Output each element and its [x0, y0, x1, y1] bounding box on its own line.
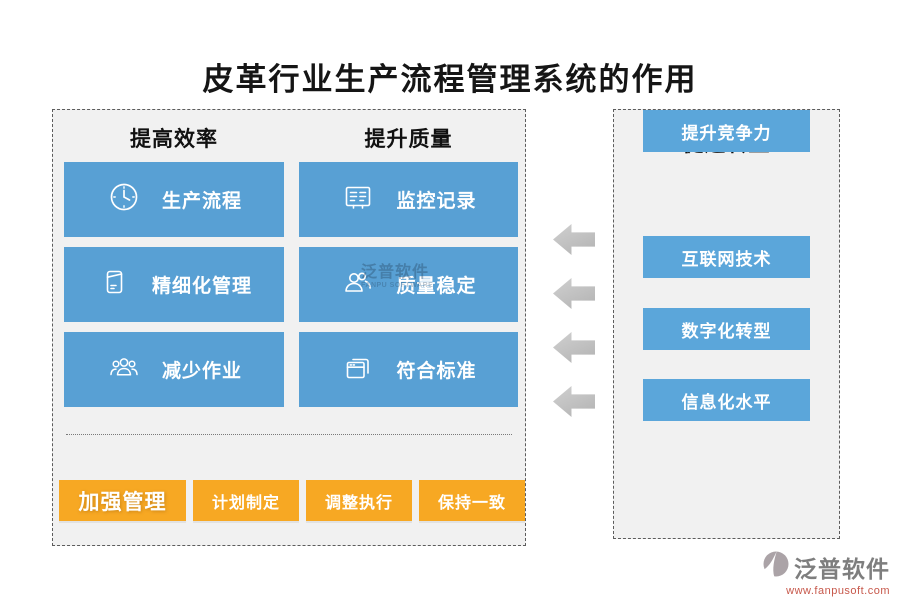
left-arrow-icon — [553, 278, 595, 309]
left-arrow-icon — [553, 332, 595, 363]
card-production-process: 生产流程 — [64, 162, 284, 237]
button-keep-consistent: 保持一致 — [419, 480, 525, 521]
column-headers: 提高效率 提升质量 — [64, 123, 518, 153]
report-icon — [340, 179, 376, 220]
column-header-efficiency: 提高效率 — [130, 127, 218, 151]
button-plan-formulation: 计划制定 — [193, 480, 299, 521]
button-adjust-execution: 调整执行 — [306, 480, 412, 521]
card-monitor-record: 监控记录 — [299, 162, 518, 237]
people-group-icon — [106, 349, 142, 390]
dotted-divider — [66, 434, 512, 435]
column-header-quality: 提升质量 — [364, 127, 453, 151]
card-refined-management: 精细化管理 — [64, 247, 284, 322]
card-label: 精细化管理 — [151, 276, 252, 297]
card-label: 质量稳定 — [396, 276, 477, 297]
users-icon — [340, 264, 376, 305]
brand-url: www.fanpusoft.com — [786, 585, 890, 597]
card-meet-standards: 符合标准 — [299, 332, 518, 407]
item-informatization-level: 信息化水平 — [643, 379, 810, 421]
windows-icon — [340, 349, 376, 390]
card-stable-quality: 泛普软件 FANPU SOFTWARE 质量稳定 — [299, 247, 518, 322]
card-reduce-work: 减少作业 — [64, 332, 284, 407]
brand-logo: 泛普软件 www.fanpusoft.com — [761, 549, 890, 597]
card-label: 生产流程 — [161, 191, 242, 212]
item-digital-transformation: 数字化转型 — [643, 308, 810, 350]
card-label: 减少作业 — [161, 361, 242, 382]
clock-icon — [106, 179, 142, 220]
action-buttons: 加强管理 计划制定 调整执行 保持一致 — [59, 480, 525, 521]
item-internet-technology: 互联网技术 — [643, 236, 810, 278]
card-label: 监控记录 — [396, 191, 477, 212]
package-icon — [96, 264, 132, 305]
benefits-panel: 提高效率 提升质量 生产流程 — [52, 109, 526, 546]
page-title: 皮革行业生产流程管理系统的作用 — [202, 62, 698, 97]
left-arrow-icon — [553, 386, 595, 417]
transformation-panel: 促进转型 互联网技术 数字化转型 信息化水平 提升竞争力 — [613, 109, 840, 539]
brand-name: 泛普软件 — [794, 556, 890, 582]
left-arrow-icon — [553, 224, 595, 255]
card-label: 符合标准 — [396, 361, 477, 382]
benefit-cards: 生产流程 监控记录 精细化管理 — [64, 162, 518, 407]
item-competitiveness: 提升竞争力 — [643, 110, 810, 152]
button-strengthen-management: 加强管理 — [59, 480, 186, 521]
fanpu-logo-icon — [761, 549, 791, 584]
